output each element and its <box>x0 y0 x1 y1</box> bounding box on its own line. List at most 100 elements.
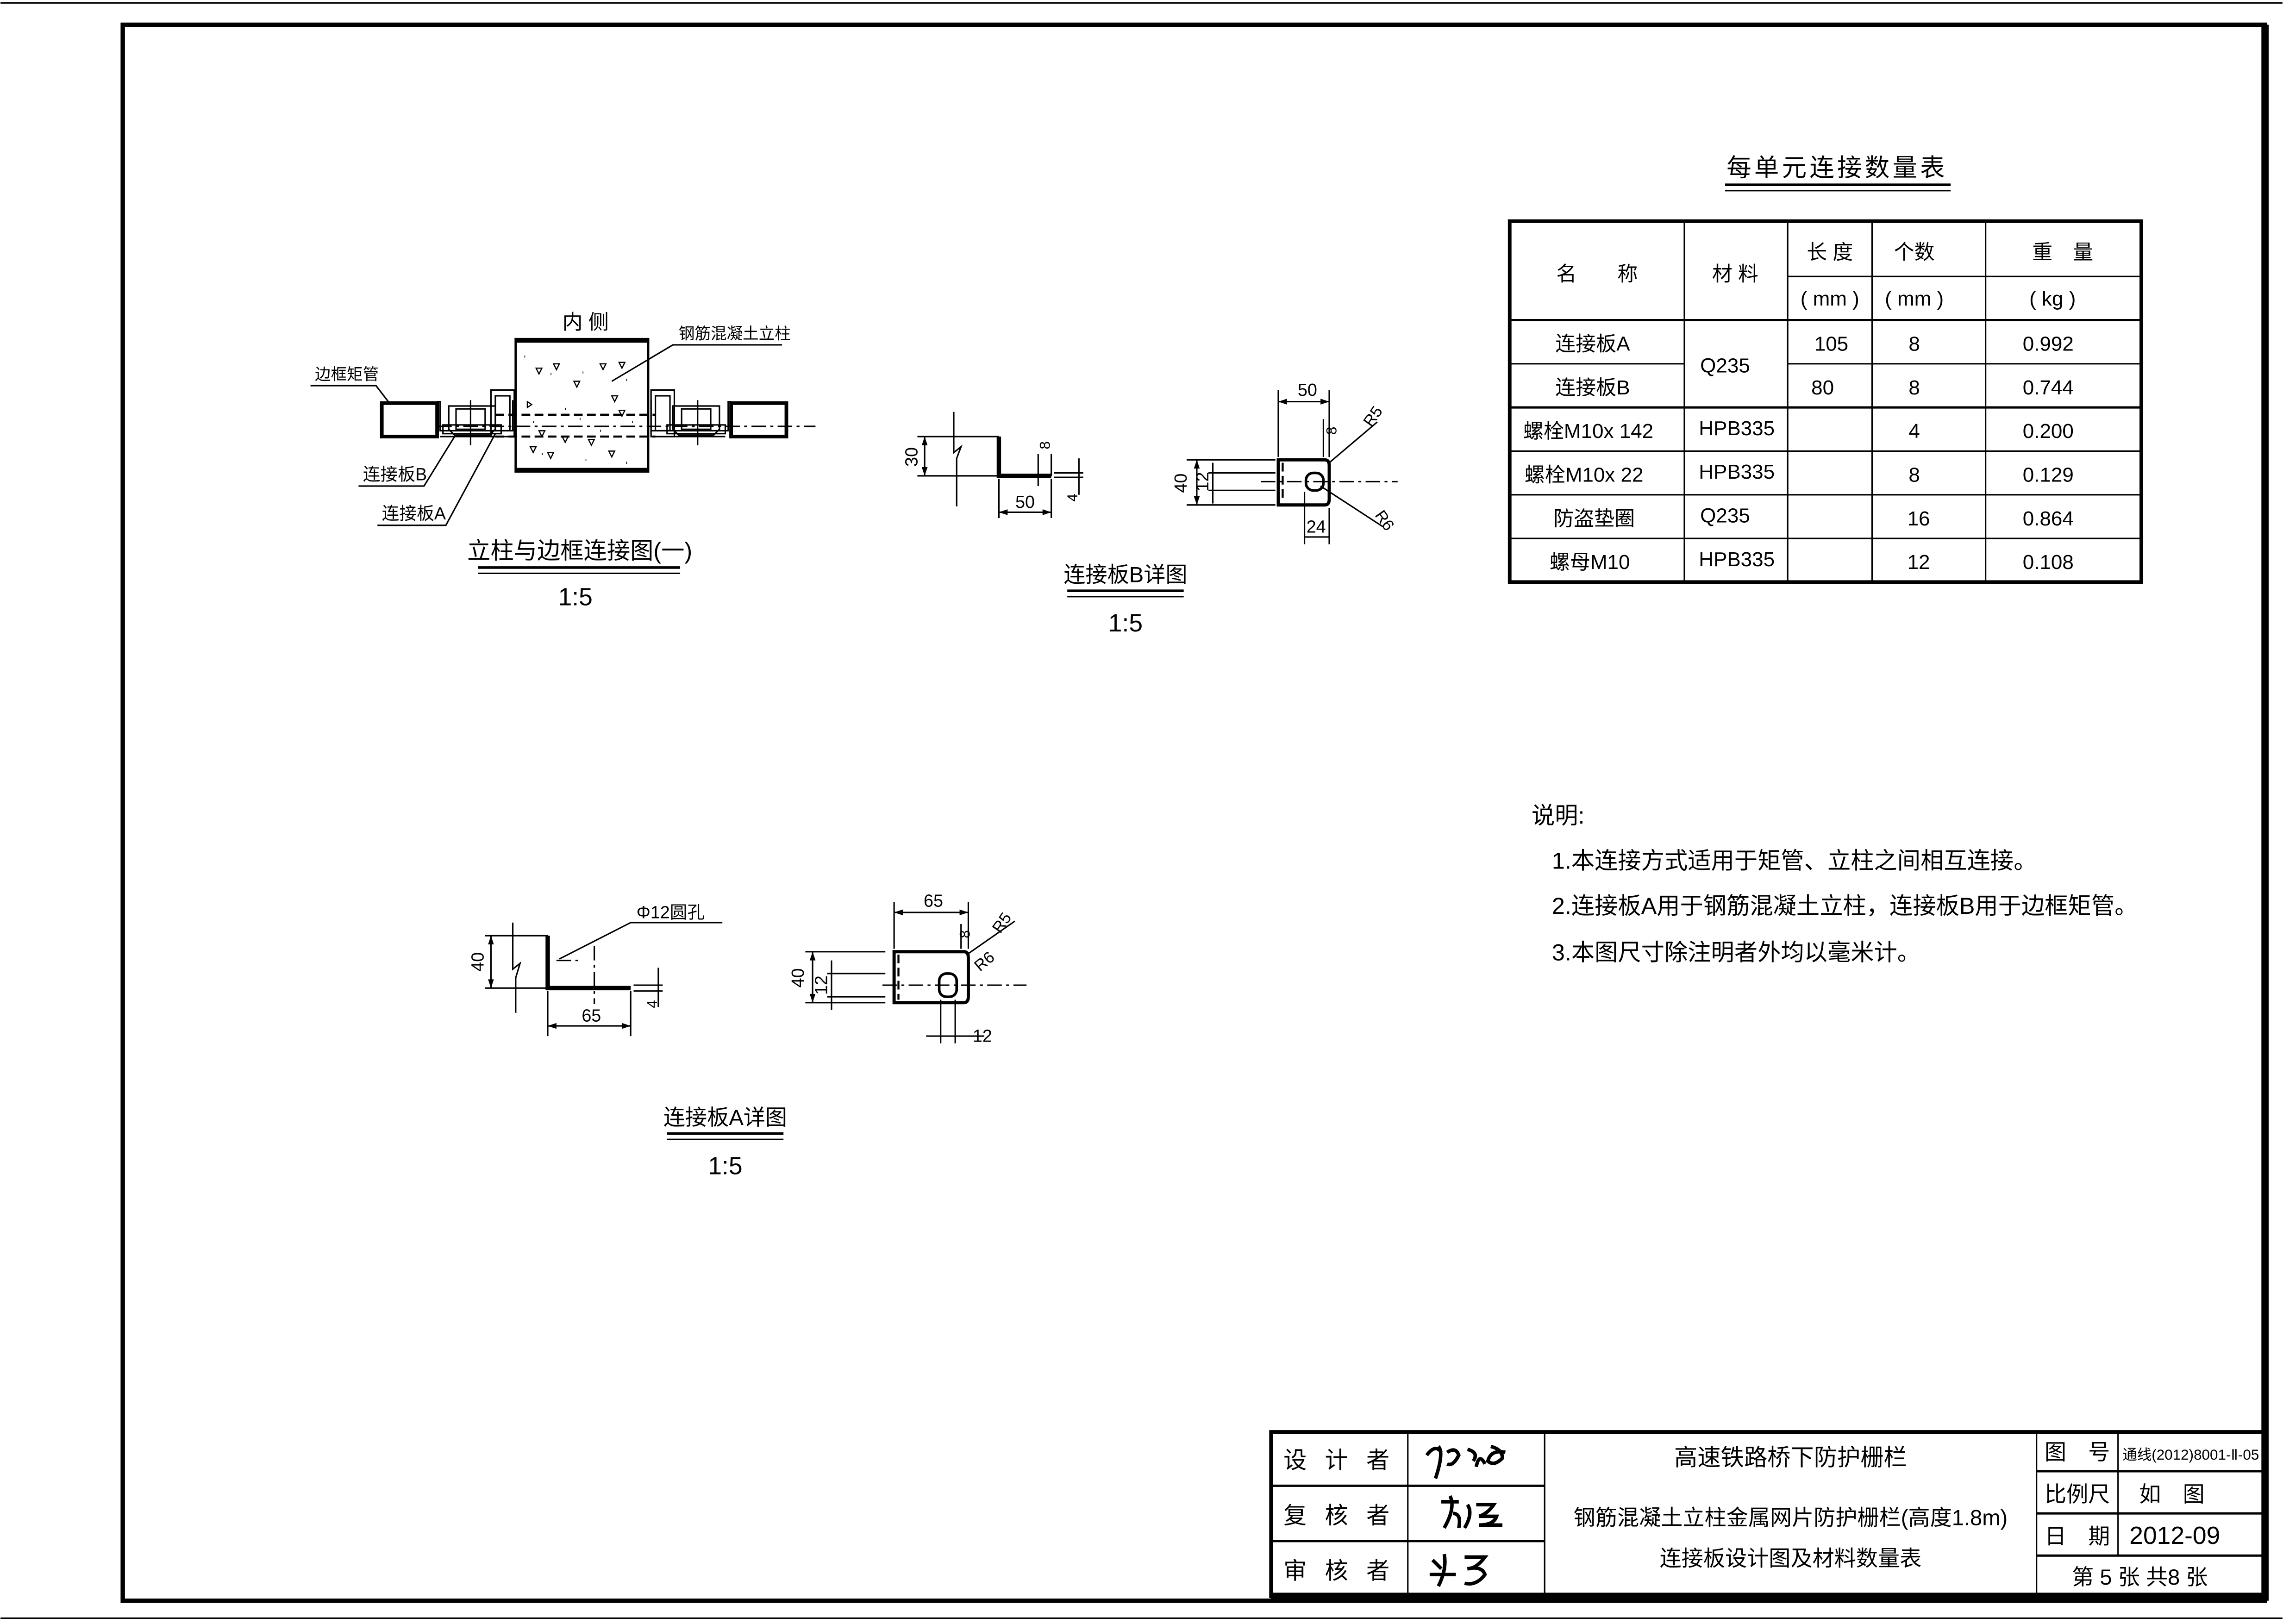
plate-b-dim-24: 24 <box>1307 517 1326 536</box>
cell-count: 8 <box>1908 463 1920 486</box>
main-view-title: 立柱与边框连接图(一) <box>467 537 692 564</box>
break-line <box>512 922 522 1013</box>
table-row: 螺栓M10x 142 HPB335 4 0.200 <box>1523 417 2074 443</box>
frame-tube-label: 边框矩管 <box>315 366 379 383</box>
header-length-unit: ( mm ) <box>1801 287 1859 310</box>
concrete-column <box>514 337 650 473</box>
notes: 说明: 1.本连接方式适用于矩管、立柱之间相互连接。 2.连接板A用于钢筋混凝土… <box>1532 802 2138 965</box>
plate-b-label: 连接板B <box>363 464 427 484</box>
header-count-unit: ( mm ) <box>1885 287 1944 310</box>
plate-a-r6: R6 <box>971 948 998 975</box>
plate-b-dim-50-side: 50 <box>1015 492 1035 512</box>
cell-name: 螺母M10 <box>1550 551 1630 574</box>
table-grid <box>1509 221 2141 582</box>
cell-weight: 0.744 <box>2023 376 2074 399</box>
concrete-hatch <box>524 355 633 464</box>
table-row: 螺母M10 HPB335 12 0.108 <box>1550 548 2074 574</box>
plate-a-detail: 40 65 4 Φ12圆孔 65 8 40 12 12 R5 R6 连接板A详图 <box>468 891 1027 1180</box>
cell-name: 连接板B <box>1555 376 1630 399</box>
scale-value: 如 图 <box>2139 1482 2204 1506</box>
plate-b-dim-50-front: 50 <box>1298 380 1317 400</box>
column-frame-connection-view: 内 侧 <box>310 311 816 611</box>
cell-length: 80 <box>1811 376 1834 399</box>
approver-label: 审 核 者 <box>1283 1558 1395 1584</box>
header-name: 名 称 <box>1556 263 1638 286</box>
table-row: 防盗垫圈 Q235 16 0.864 <box>1553 504 2074 530</box>
plate-b-dim-8-front: 8 <box>1324 427 1340 435</box>
plate-a-dim-12-bottom: 12 <box>973 1026 992 1046</box>
designer-label: 设 计 者 <box>1283 1447 1395 1474</box>
plate-a-scale: 1:5 <box>708 1153 742 1180</box>
reviewer-label: 复 核 者 <box>1283 1502 1395 1529</box>
drawing-no: 通线(2012)8001-Ⅱ-05 <box>2122 1447 2259 1463</box>
column-label: 钢筋混凝土立柱 <box>679 325 791 343</box>
header-weight-unit: ( kg ) <box>2029 287 2076 310</box>
cell-material: HPB335 <box>1699 461 1775 483</box>
cell-weight: 0.108 <box>2023 551 2074 574</box>
date-label: 日 期 <box>2045 1524 2110 1549</box>
drawing-no-label: 图 号 <box>2045 1440 2110 1464</box>
table-row: 螺栓M10x 22 HPB335 8 0.129 <box>1525 461 2074 486</box>
scale-label: 比例尺 <box>2045 1482 2110 1506</box>
plate-a-front <box>892 950 970 1005</box>
connection-plates-right <box>650 389 732 445</box>
cell-count: 8 <box>1908 333 1920 356</box>
cell-name: 螺栓M10x 22 <box>1525 463 1644 486</box>
sheet-number: 第 5 张 共8 张 <box>2072 1565 2208 1589</box>
reviewer-signature <box>1441 1495 1503 1529</box>
plate-b-r6: R6 <box>1371 507 1397 534</box>
main-view-scale: 1:5 <box>558 584 593 611</box>
cell-weight: 0.200 <box>2023 420 2074 443</box>
title-block: 设 计 者 复 核 者 审 核 者 高速铁路桥下防护栅栏 钢筋混凝土立柱金属网片… <box>1269 1430 2267 1600</box>
cell-length: 105 <box>1814 333 1848 356</box>
table-row: 连接板A Q235 105 8 0.992 <box>1555 333 2074 377</box>
plate-b-detail: 30 50 8 4 50 8 40 12 24 R5 R6 连接板B详图 <box>901 380 1398 637</box>
header-count: 个数 <box>1894 241 1935 264</box>
frame-tube-left <box>380 401 439 438</box>
plate-a-dim-65-side: 65 <box>582 1006 601 1025</box>
plate-b-dim-8-side: 8 <box>1037 441 1053 449</box>
note-item: 3.本图尺寸除注明者外均以毫米计。 <box>1552 939 1920 966</box>
table-row: 连接板B 80 8 0.744 <box>1555 376 2074 399</box>
plate-b-dim-30: 30 <box>901 447 921 467</box>
plate-a-dim-8: 8 <box>957 930 973 938</box>
cell-name: 螺栓M10x 142 <box>1523 420 1653 443</box>
plate-a-dim-12-front: 12 <box>812 975 831 995</box>
date-value: 2012-09 <box>2129 1522 2220 1549</box>
cell-material: HPB335 <box>1699 417 1775 440</box>
cell-name: 连接板A <box>1555 333 1630 356</box>
approver-signature <box>1429 1554 1489 1587</box>
plate-b-dim-12: 12 <box>1193 472 1212 491</box>
plate-a-dim-40-front: 40 <box>788 968 807 987</box>
cell-count: 12 <box>1908 551 1930 574</box>
table-title: 每单元连接数量表 <box>1726 154 1948 181</box>
frame-tube-right <box>729 401 788 438</box>
cell-count: 8 <box>1908 376 1920 399</box>
cell-count: 4 <box>1908 420 1920 443</box>
note-item: 1.本连接方式适用于矩管、立柱之间相互连接。 <box>1552 848 2037 874</box>
drawing-title-2: 连接板设计图及材料数量表 <box>1660 1546 1922 1570</box>
header-length: 长 度 <box>1807 241 1853 264</box>
plate-a-r5: R5 <box>989 910 1015 937</box>
plate-b-title: 连接板B详图 <box>1063 562 1187 587</box>
plate-a-label: 连接板A <box>382 504 446 523</box>
drawing-border <box>120 22 2267 1603</box>
plate-a-dim-4: 4 <box>644 1000 660 1008</box>
break-line <box>953 412 963 506</box>
drawing-title-1: 钢筋混凝土立柱金属网片防护栅栏(高度1.8m) <box>1574 1505 2008 1530</box>
plate-b-scale: 1:5 <box>1108 610 1143 637</box>
connection-plates-left <box>437 389 516 445</box>
quantity-table: 每单元连接数量表 名 称 材 料 长 度 个数 重 量 ( mm ) ( mm … <box>1507 154 2143 584</box>
project-name: 高速铁路桥下防护栅栏 <box>1674 1444 1907 1470</box>
header-weight: 重 量 <box>2032 241 2093 264</box>
plate-a-dim-65-front: 65 <box>924 891 943 910</box>
notes-heading: 说明: <box>1532 802 1585 829</box>
cell-material: Q235 <box>1700 355 1750 377</box>
plate-a-dim-40-side: 40 <box>468 952 488 972</box>
cell-weight: 0.129 <box>2023 463 2074 486</box>
cell-count: 16 <box>1908 507 1930 530</box>
inner-side-label: 内 侧 <box>563 311 609 333</box>
plate-a-title: 连接板A详图 <box>663 1105 787 1130</box>
cell-name: 防盗垫圈 <box>1553 507 1635 530</box>
